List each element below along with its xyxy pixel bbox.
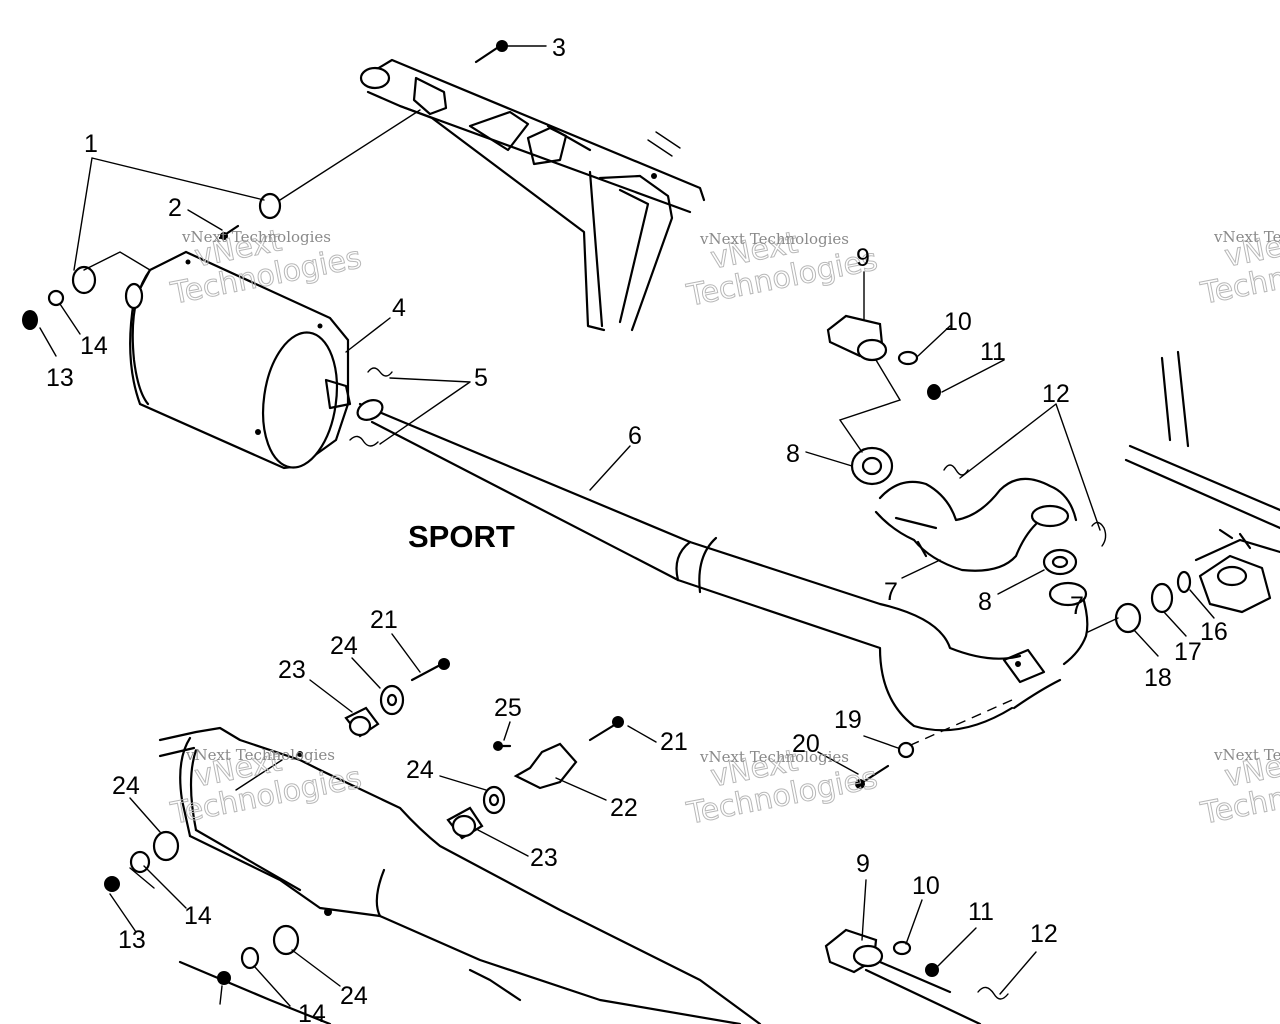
watermark-small: vNext Technologies	[699, 230, 849, 248]
callout-24: 24	[112, 772, 140, 800]
muffler-lower	[158, 726, 762, 1024]
callout-3: 3	[552, 34, 566, 62]
callout-6: 6	[628, 422, 642, 450]
callout-10: 10	[944, 308, 972, 336]
watermark-small: vNext Technologies	[185, 746, 335, 764]
callout-22: 22	[610, 794, 638, 822]
callout-14: 14	[298, 1000, 326, 1024]
callout-23: 23	[278, 656, 306, 684]
watermark-small: vNext Technologies	[181, 228, 331, 246]
frame-right	[1124, 350, 1280, 614]
callout-24: 24	[340, 982, 368, 1010]
callout-14: 14	[80, 332, 108, 360]
callout-9: 9	[856, 244, 870, 272]
callout-2: 2	[168, 194, 182, 222]
watermark-small: vNext Technologies	[1213, 746, 1280, 764]
callout-8: 8	[786, 440, 800, 468]
watermarks: vNext Technologies vNext Technologies vN…	[167, 223, 1280, 832]
diagram-title: SPORT	[408, 519, 515, 554]
callout-11: 11	[968, 898, 994, 926]
leader-lines	[39, 45, 1215, 1007]
callout-16: 16	[1200, 618, 1228, 646]
callout-numbers: 1 2 3 4 5 6 7 7 8 8 9 9 10 10 11 11 12 1…	[46, 34, 1228, 1024]
callout-23: 23	[530, 844, 558, 872]
callout-14: 14	[184, 902, 212, 930]
hardware-lower	[104, 658, 1009, 1024]
callout-21: 21	[660, 728, 688, 756]
callout-12: 12	[1042, 380, 1070, 408]
callout-21: 21	[370, 606, 398, 634]
callout-25: 25	[494, 694, 522, 722]
callout-8: 8	[978, 588, 992, 616]
callout-24: 24	[330, 632, 358, 660]
head-pipe	[874, 477, 1089, 666]
frame-top	[359, 58, 706, 332]
hardware-upper	[22, 40, 1192, 789]
callout-5: 5	[474, 364, 488, 392]
callout-10: 10	[912, 872, 940, 900]
callout-1: 1	[84, 130, 98, 158]
callout-19: 19	[834, 706, 862, 734]
watermark-small: vNext Technologies	[699, 748, 849, 766]
callout-4: 4	[392, 294, 406, 322]
callout-12: 12	[1030, 920, 1058, 948]
callout-24: 24	[406, 756, 434, 784]
callout-9: 9	[856, 850, 870, 878]
callout-7: 7	[1070, 592, 1084, 620]
exhaust-pipe	[356, 399, 1062, 732]
callout-13: 13	[118, 926, 146, 954]
callout-18: 18	[1144, 664, 1172, 692]
callout-20: 20	[792, 730, 820, 758]
callout-11: 11	[980, 338, 1006, 366]
watermark-small: vNext Technologies	[1213, 228, 1280, 246]
callout-7: 7	[884, 578, 898, 606]
muffler-upper	[124, 250, 352, 470]
callout-17: 17	[1174, 638, 1202, 666]
callout-13: 13	[46, 364, 74, 392]
